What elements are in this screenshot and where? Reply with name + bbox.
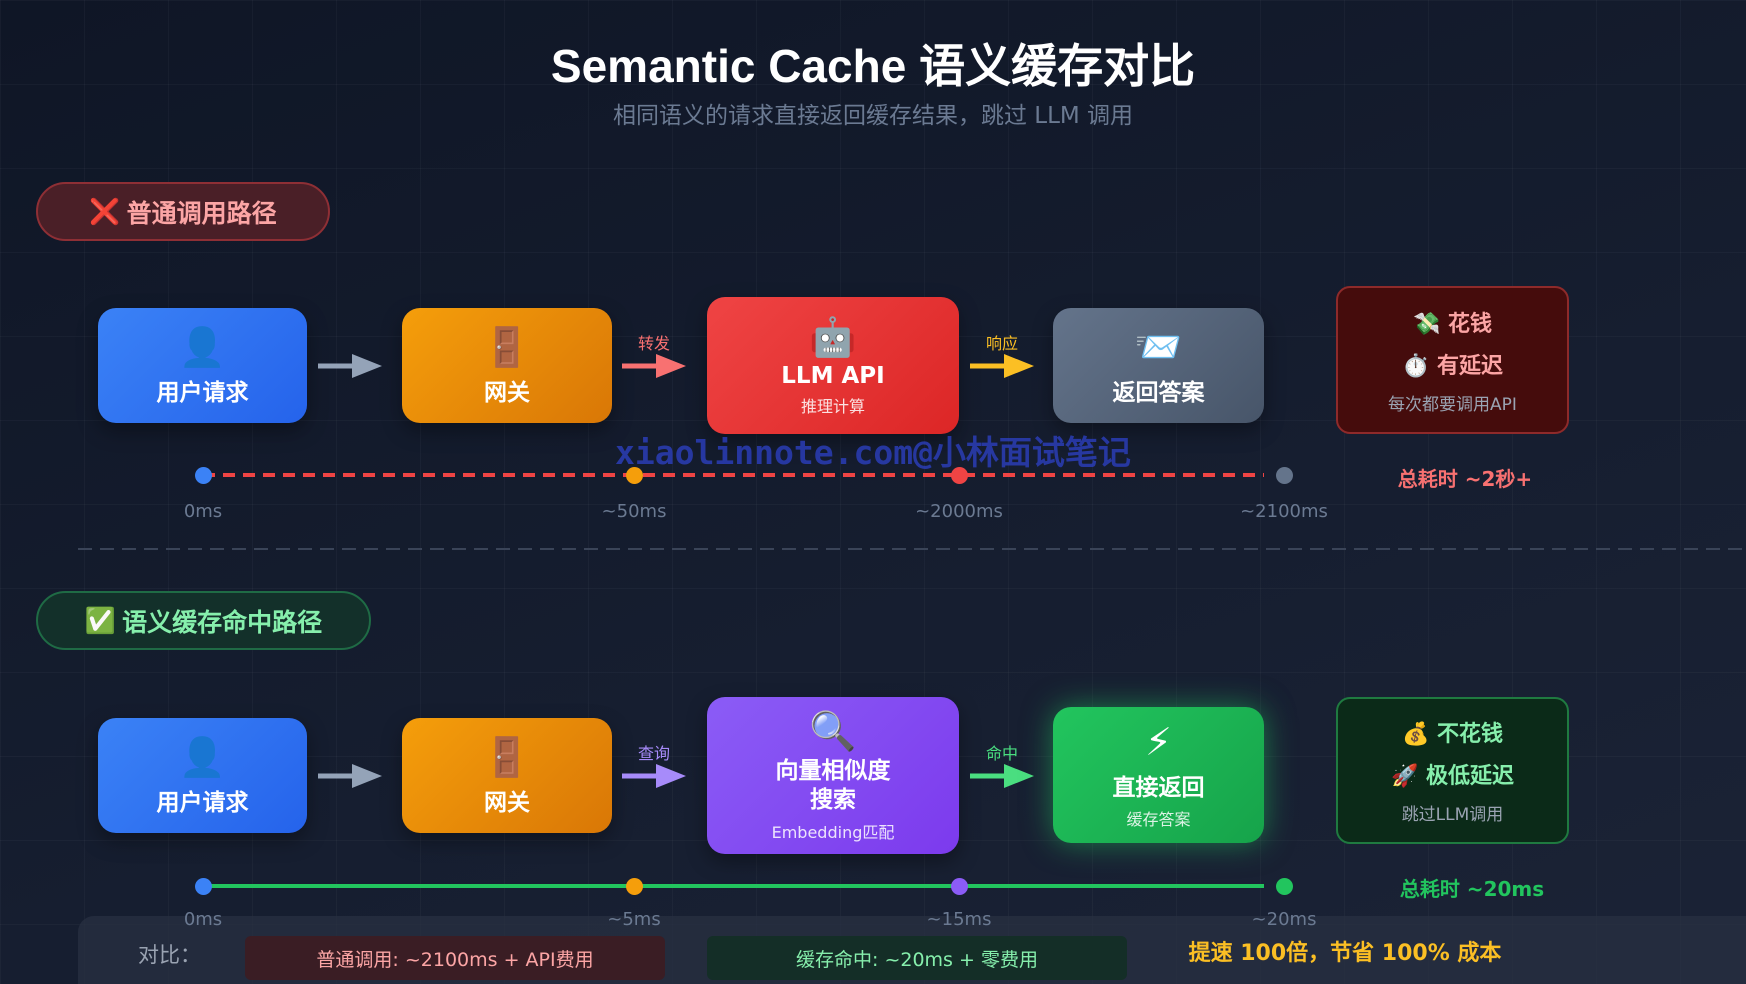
watermark: xiaolinnote.com@小林面试笔记 — [615, 433, 1131, 472]
magnifier-icon: 🔍 — [809, 708, 857, 753]
node-llm-api: 🤖 LLM API 推理计算 — [707, 297, 959, 434]
arrow-right-icon — [622, 354, 686, 378]
timeline-dot — [195, 467, 212, 484]
timeline-label: ~5ms — [607, 909, 661, 930]
envelope-icon: 📨 — [1134, 324, 1183, 369]
section-divider — [78, 548, 1746, 550]
node-vector-search: 🔍 向量相似度 搜索 Embedding匹配 — [707, 697, 959, 854]
timeline-label: ~50ms — [601, 501, 667, 522]
timeline-dot — [951, 878, 968, 895]
money-wings-icon: 💸 — [1412, 311, 1441, 337]
cache-path-label: 语义缓存命中路径 — [122, 607, 323, 637]
comparison-label: 对比： — [138, 943, 201, 967]
latency-line: ⏱️ 有延迟 — [1402, 348, 1503, 380]
timeline-dot — [626, 467, 643, 484]
latency-line: 🚀 极低延迟 — [1391, 758, 1514, 790]
check-mark-icon: ✅ — [84, 605, 117, 635]
cross-mark-icon: ❌ — [89, 196, 121, 226]
cost-line: 💸 花钱 — [1413, 306, 1492, 338]
timeline-dot — [1276, 878, 1293, 895]
arrow-label-forward: 转发 — [637, 334, 670, 353]
cache-path-badge: ✅ 语义缓存命中路径 — [36, 591, 371, 650]
comparison-cached: 缓存命中: ~20ms + 零费用 — [707, 936, 1127, 980]
node-sublabel: 缓存答案 — [1126, 810, 1191, 829]
arrow-label-hit: 命中 — [985, 744, 1018, 763]
normal-timeline-line — [203, 473, 1264, 477]
node-direct-return: ⚡ 直接返回 缓存答案 — [1053, 707, 1264, 843]
door-icon: 🚪 — [483, 734, 531, 779]
node-label: 直接返回 — [1112, 775, 1205, 801]
timeline-dot — [951, 467, 968, 484]
arrow-right-icon — [318, 354, 382, 378]
node-label: 用户请求 — [156, 789, 249, 816]
timeline-label: ~15ms — [926, 909, 992, 930]
money-bag-icon: 💰 — [1401, 722, 1430, 747]
comparison-conclusion: 提速 100倍，节省 100% 成本 — [1188, 941, 1502, 966]
latency-text: 有延迟 — [1437, 353, 1504, 379]
cost-line: 💰 不花钱 — [1402, 716, 1503, 748]
rocket-icon: 🚀 — [1390, 764, 1419, 789]
comparison-normal: 普通调用: ~2100ms + API费用 — [245, 936, 665, 980]
node-user-request: 👤 用户请求 — [98, 308, 307, 423]
arrow-right-icon — [318, 764, 382, 788]
node-user-request: 👤 用户请求 — [98, 718, 307, 833]
arrow-right-icon — [970, 764, 1034, 788]
timeline-label: ~2100ms — [1240, 501, 1328, 522]
page-subtitle: 相同语义的请求直接返回缓存结果，跳过 LLM 调用 — [612, 103, 1134, 129]
timeline-dot — [1276, 467, 1293, 484]
timeline-label: ~2000ms — [915, 501, 1003, 522]
node-sublabel: Embedding匹配 — [771, 822, 895, 842]
timeline-dot — [626, 878, 643, 895]
stopwatch-icon: ⏱️ — [1401, 353, 1430, 379]
person-icon: 👤 — [178, 734, 227, 779]
node-label: 网关 — [484, 379, 530, 406]
arrow-label-response: 响应 — [985, 334, 1018, 353]
node-sublabel: 推理计算 — [800, 396, 865, 416]
cache-timeline-line — [203, 884, 1264, 888]
node-label: 网关 — [484, 789, 530, 816]
person-icon: 👤 — [178, 324, 227, 369]
cost-text: 不花钱 — [1437, 722, 1504, 747]
timeline-label: 0ms — [183, 501, 223, 522]
arrow-label-query: 查询 — [637, 744, 670, 763]
normal-total-time: 总耗时 ~2秒+ — [1397, 467, 1533, 491]
cost-text: 花钱 — [1448, 311, 1493, 337]
cache-summary-card: 💰 不花钱 🚀 极低延迟 跳过LLM调用 — [1336, 697, 1569, 844]
summary-note: 每次都要调用API — [1388, 394, 1517, 415]
node-label: 用户请求 — [156, 379, 249, 406]
arrow-right-icon — [622, 764, 686, 788]
timeline-dot — [195, 878, 212, 895]
cache-total-time: 总耗时 ~20ms — [1399, 877, 1545, 901]
node-gateway: 🚪 网关 — [402, 718, 612, 833]
normal-path-label: 普通调用路径 — [126, 198, 277, 228]
node-gateway: 🚪 网关 — [402, 308, 612, 423]
latency-text: 极低延迟 — [1426, 764, 1515, 789]
node-label: LLM API — [781, 362, 885, 389]
summary-note: 跳过LLM调用 — [1401, 805, 1504, 825]
timeline-label: ~20ms — [1251, 909, 1317, 930]
page-title: Semantic Cache 语义缓存对比 — [550, 40, 1196, 92]
robot-icon: 🤖 — [809, 314, 857, 359]
arrow-right-icon — [970, 354, 1034, 378]
node-label: 向量相似度 搜索 — [775, 757, 891, 813]
node-return-answer: 📨 返回答案 — [1053, 308, 1264, 423]
normal-summary-card: 💸 花钱 ⏱️ 有延迟 每次都要调用API — [1336, 286, 1569, 434]
timeline-label: 0ms — [183, 909, 223, 930]
door-icon: 🚪 — [483, 324, 531, 369]
lightning-icon: ⚡ — [1145, 720, 1172, 764]
node-label: 返回答案 — [1112, 379, 1205, 406]
normal-path-badge: ❌ 普通调用路径 — [36, 182, 330, 241]
